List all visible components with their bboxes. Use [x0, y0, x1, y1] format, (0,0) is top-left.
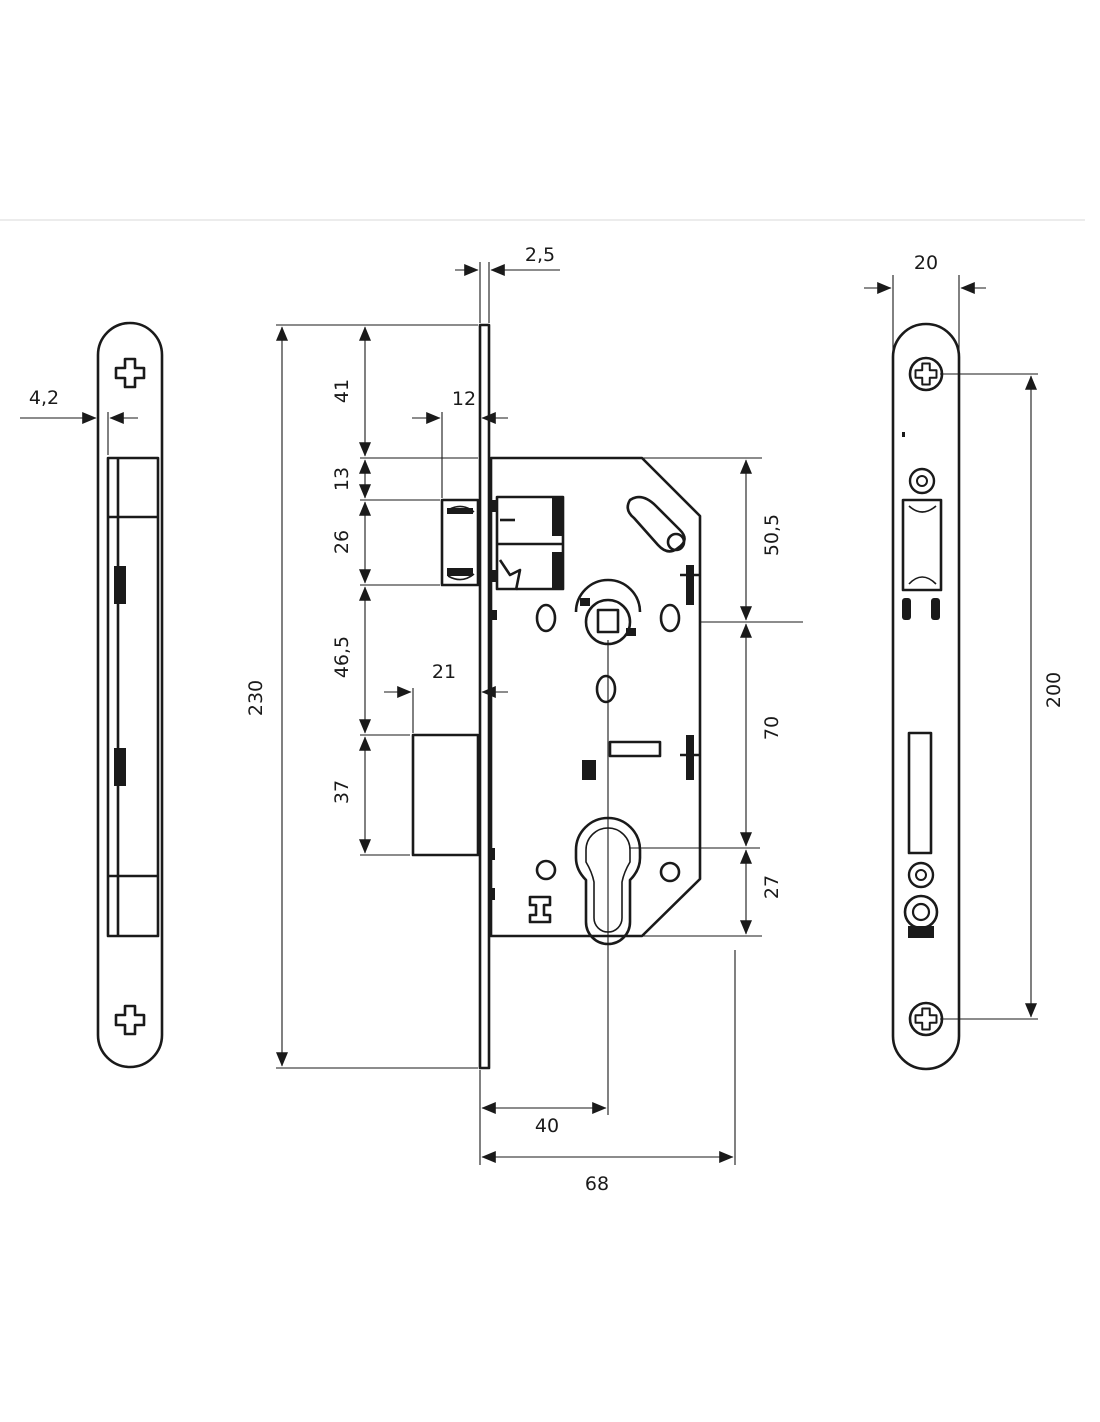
dim-deadbolt-projection: 21 [432, 661, 456, 683]
euro-cylinder-cutout [574, 816, 642, 946]
phillips-screw-icon [114, 357, 146, 389]
dead-bolt [411, 733, 480, 857]
dim-screw-spacing: 200 [1043, 672, 1065, 708]
phillips-screw-icon [908, 1001, 944, 1037]
dim-faceplate-offset: 4,2 [29, 387, 59, 409]
dim-latch-height: 26 [331, 530, 353, 554]
phillips-screw-icon [114, 1004, 146, 1036]
faceplate-side-view: 4,2 [20, 321, 164, 1069]
dim-handle-to-cylinder: 70 [761, 716, 783, 740]
dim-case-depth: 68 [585, 1173, 609, 1195]
torx-screw-icon [908, 467, 936, 495]
lock-front-view: 2,5 12 21 230 41 13 26 46,5 37 50,5 70 2… [245, 244, 803, 1195]
dim-latch-to-bolt: 46,5 [331, 636, 353, 678]
torx-screw-icon [907, 861, 935, 889]
faceplate-front-view: 20 200 [864, 252, 1065, 1071]
dim-bolt-height: 37 [331, 780, 353, 804]
phillips-screw-icon [908, 356, 944, 392]
latch-bolt [440, 498, 480, 587]
dim-faceplate-thickness: 2,5 [525, 244, 555, 266]
handle-follower [574, 578, 642, 646]
dim-case-to-latch: 13 [331, 467, 353, 491]
dim-top-to-case: 41 [331, 379, 353, 403]
dim-cylinder-to-case-bottom: 27 [761, 875, 783, 899]
dim-total-height: 230 [245, 680, 267, 716]
dim-handle-from-case-top: 50,5 [761, 514, 783, 556]
dim-backset: 40 [535, 1115, 559, 1137]
dim-faceplate-width: 20 [914, 252, 938, 274]
dim-latch-projection: 12 [452, 388, 476, 410]
